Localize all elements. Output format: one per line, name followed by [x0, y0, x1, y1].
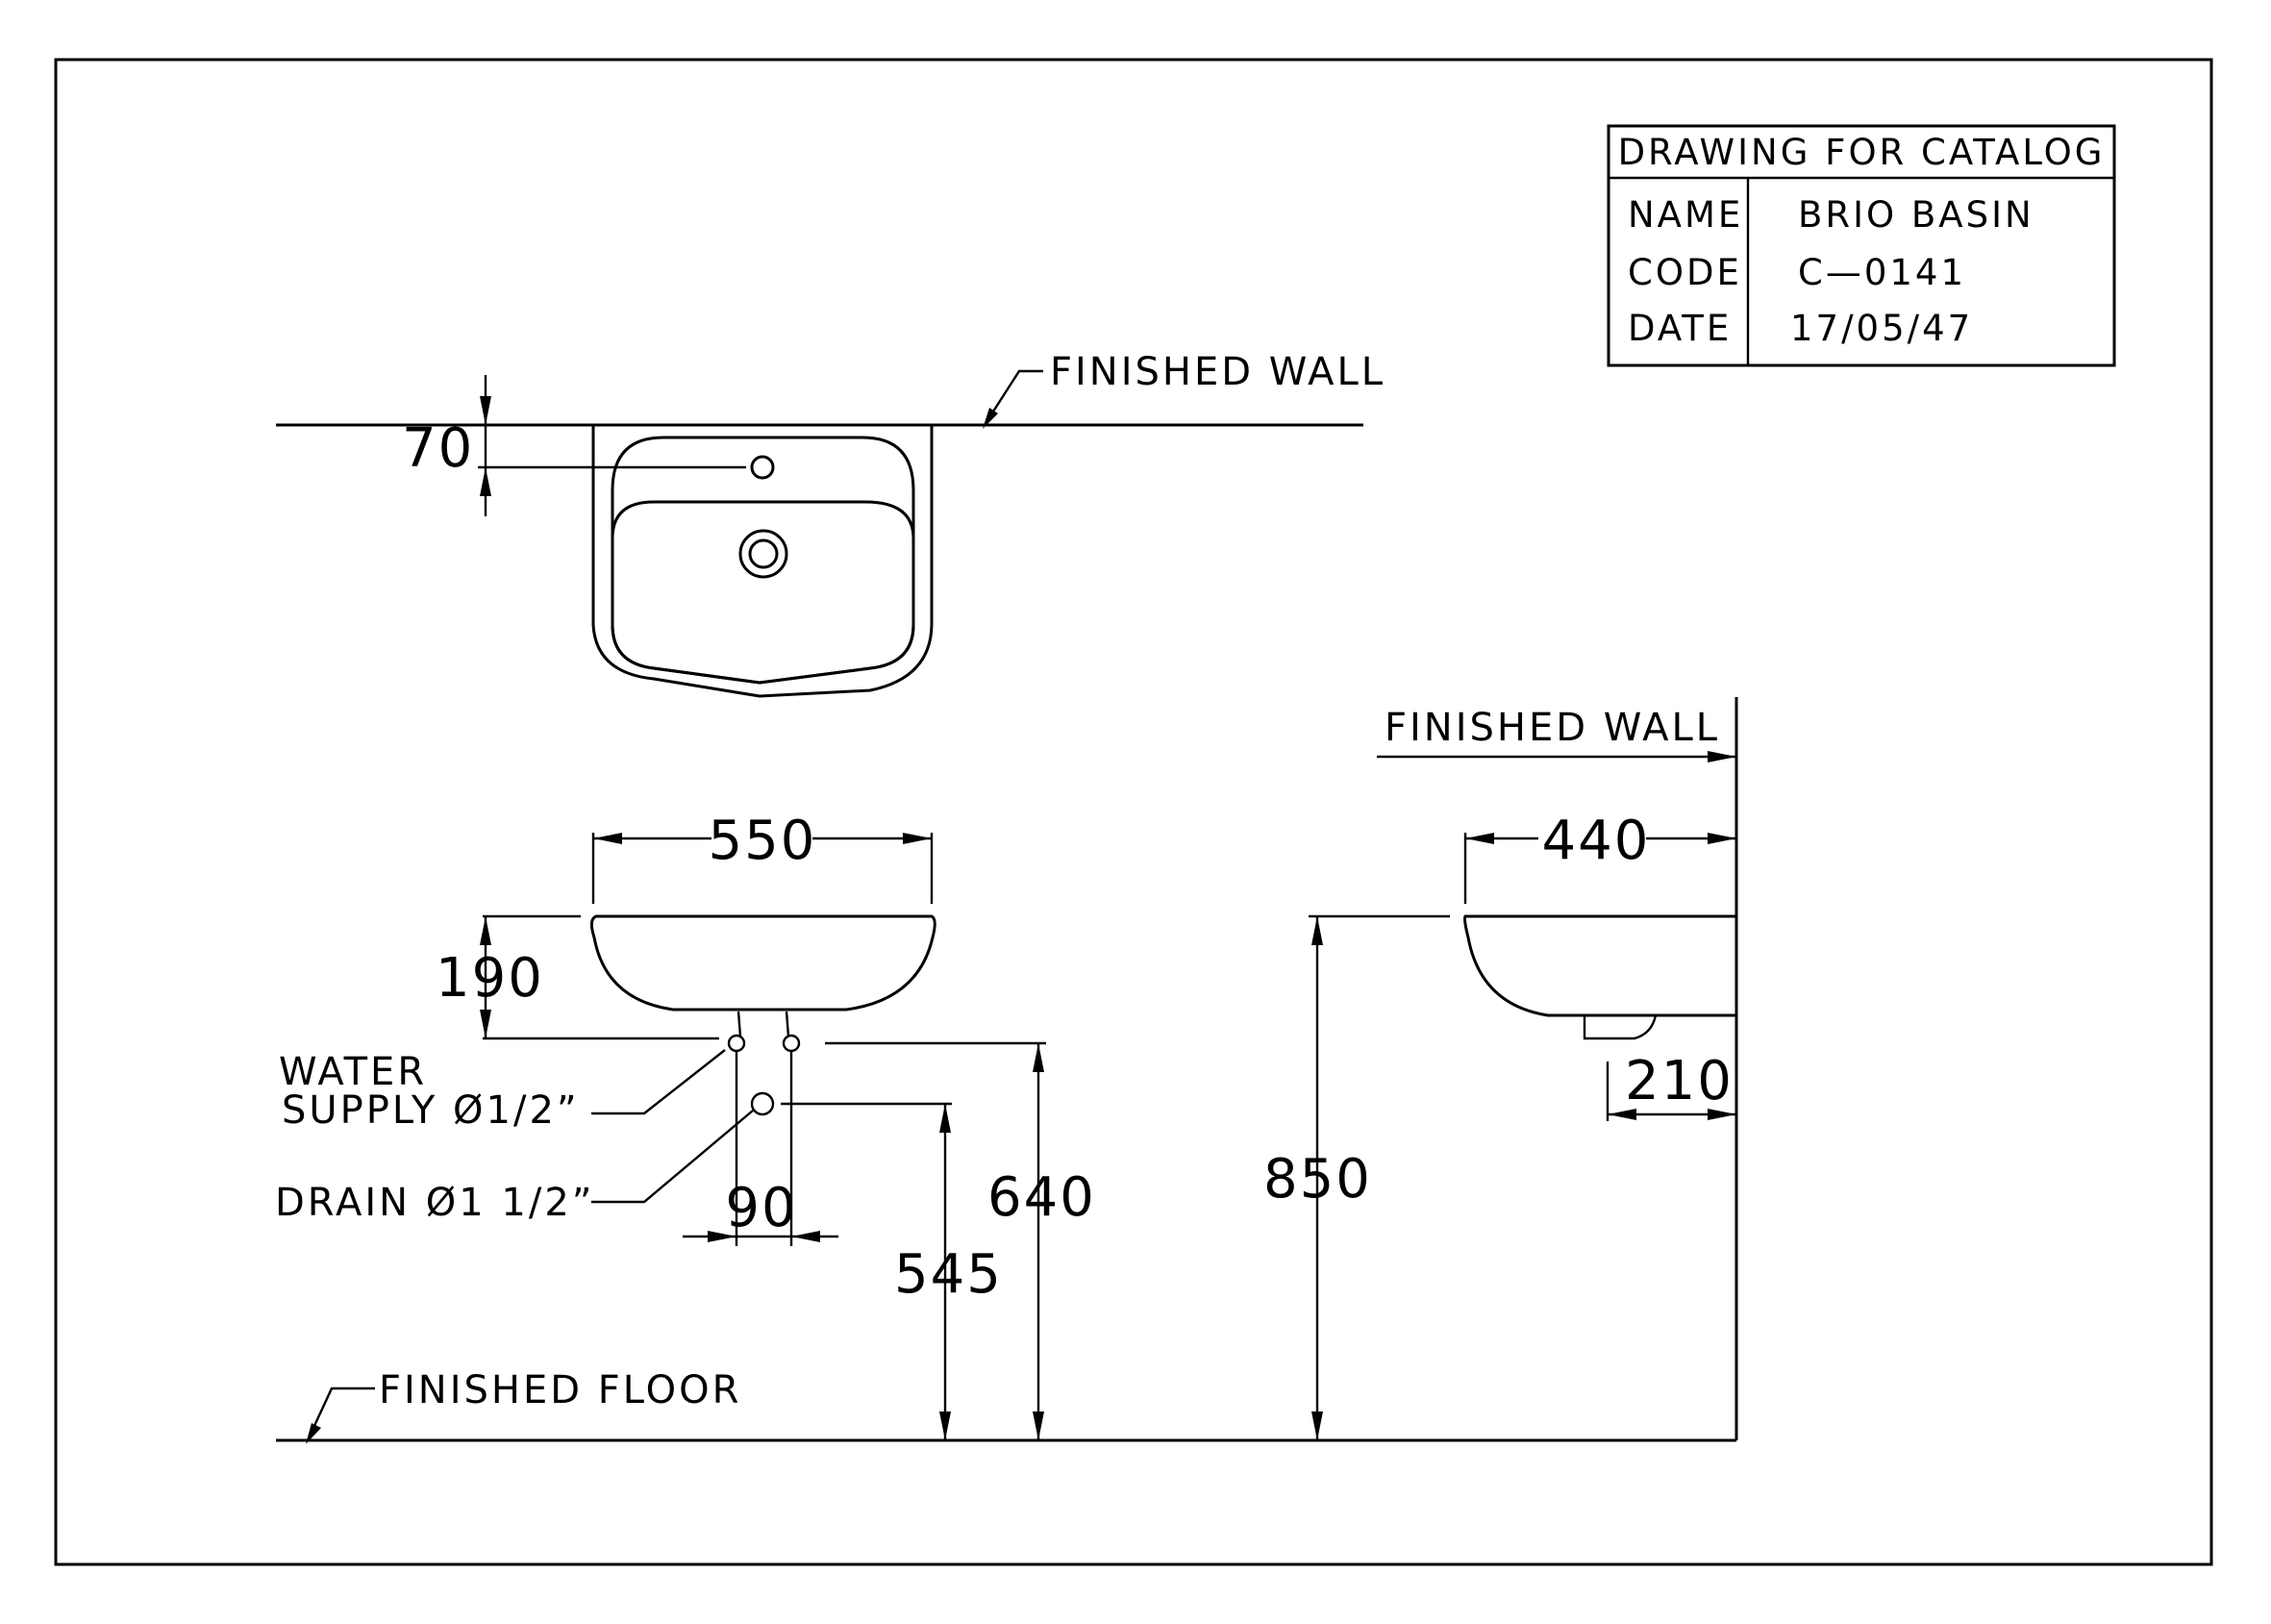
dim-545-arrow-top: [939, 1104, 951, 1133]
title-block: DRAWING FOR CATALOG NAME BRIO BASIN CODE…: [1607, 124, 2116, 367]
title-block-border: [1607, 124, 2116, 367]
side-wall-arrow: [1708, 751, 1736, 762]
dim-440-label: 440: [1542, 810, 1651, 872]
dim-640-arrow-top: [1033, 1043, 1044, 1072]
drawing-frame: [54, 58, 2213, 1566]
dim-70-arrow-top: [480, 396, 491, 425]
water-supply-leader: [591, 1049, 726, 1115]
plan-finished-wall-label: FINISHED WALL: [1050, 350, 1385, 394]
drain-outer-icon: [738, 529, 788, 579]
dim-210-label: 210: [1625, 1050, 1734, 1112]
dim-545-arrow-bottom: [939, 1412, 951, 1440]
drain-front-icon: [750, 1091, 775, 1116]
front-elevation: FINISHED FLOOR 550 190 90: [275, 810, 1736, 1444]
floor-leader-arrow: [306, 1423, 321, 1444]
drain-label: DRAIN Ø1 1/2”: [275, 1181, 595, 1225]
title-block-heading: DRAWING FOR CATALOG: [1618, 132, 2106, 173]
dim-545-label: 545: [894, 1243, 1003, 1306]
title-block-code-key: CODE: [1628, 252, 1742, 293]
supply-left-icon: [727, 1034, 746, 1053]
dim-190-arrow-top: [480, 916, 491, 945]
dim-90-label: 90: [725, 1177, 797, 1239]
dim-440-arrow-right: [1708, 833, 1736, 844]
dim-190-arrow-bottom: [480, 1010, 491, 1038]
dim-640-label: 640: [987, 1166, 1096, 1229]
drain-inner-icon: [748, 538, 779, 569]
dim-210-arrow-right: [1708, 1109, 1736, 1120]
title-block-name-value: BRIO BASIN: [1798, 194, 2034, 236]
dim-550-arrow-left: [593, 833, 622, 844]
dim-850-arrow-top: [1311, 916, 1323, 945]
side-basin-trap: [1583, 1014, 1658, 1040]
dim-70-arrow-bottom: [480, 467, 491, 496]
plan-basin-outer-clean: [591, 425, 934, 698]
dim-90-arrow-left: [708, 1231, 736, 1242]
floor-leader: [306, 1387, 375, 1441]
drain-leader: [591, 1110, 754, 1204]
dim-550-arrow-right: [903, 833, 932, 844]
dim-210-arrow-left: [1608, 1109, 1636, 1120]
side-finished-wall-label: FINISHED WALL: [1385, 706, 1720, 750]
dim-70-label: 70: [402, 417, 474, 480]
dim-440-arrow-left: [1465, 833, 1494, 844]
tap-hole-icon: [750, 455, 775, 480]
plan-wall-leader: [983, 369, 1043, 426]
side-basin-body: [1462, 914, 1738, 1017]
title-block-date-value: 17/05/47: [1790, 308, 1973, 349]
supply-pipe-left: [736, 1011, 742, 1037]
supply-right-icon: [782, 1034, 801, 1053]
title-block-date-key: DATE: [1628, 308, 1732, 349]
plan-view: FINISHED WALL 70: [276, 350, 1385, 698]
water-supply-label-line1: WATER: [279, 1050, 427, 1094]
dim-190-label: 190: [436, 947, 544, 1010]
plan-basin-bowl: [611, 500, 915, 685]
plan-basin-inner-rim: [611, 436, 915, 685]
plan-wall-leader-arrow: [983, 408, 998, 429]
dim-640-arrow-bottom: [1033, 1412, 1044, 1440]
dim-90-arrow-right: [791, 1231, 820, 1242]
water-supply-label-line2: SUPPLY Ø1/2”: [282, 1088, 580, 1133]
front-basin-body: [589, 914, 936, 1012]
dim-850-arrow-bottom: [1311, 1412, 1323, 1440]
supply-pipe-right: [785, 1011, 790, 1037]
dim-850-label: 850: [1263, 1148, 1372, 1211]
side-elevation: FINISHED WALL 440 850 210: [1263, 697, 1738, 1440]
title-block-code-value: C—0141: [1798, 252, 1966, 293]
title-block-name-key: NAME: [1628, 194, 1743, 236]
finished-floor-label: FINISHED FLOOR: [379, 1368, 741, 1412]
dim-550-label: 550: [709, 810, 817, 872]
